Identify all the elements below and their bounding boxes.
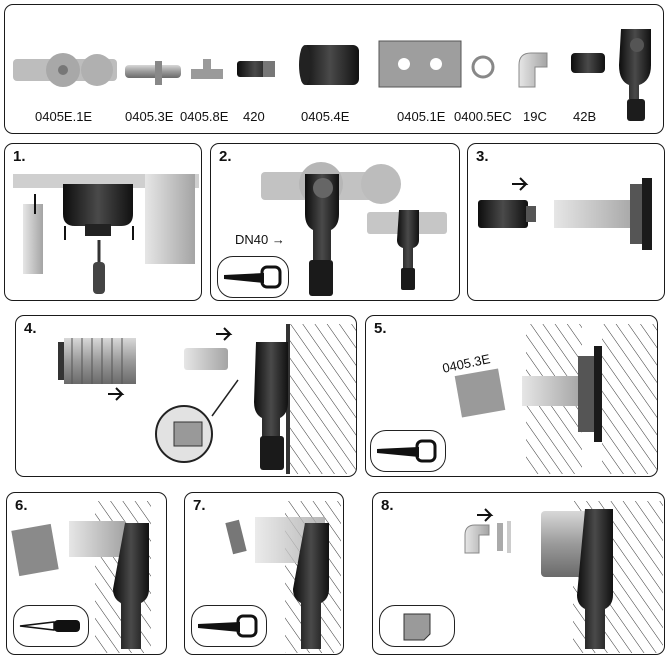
siphon-part [619,29,651,121]
step-3-illustration [478,177,652,250]
bracket-part [191,59,223,79]
large-sleeve-part [299,45,359,85]
sleeve-part [237,61,275,77]
step-2-illustration [261,162,447,296]
saw-icon [224,265,282,289]
pipe-diameter-label: DN40 → [235,232,285,247]
part-code-42B: 42B [573,109,597,124]
step-6-illustration [11,501,151,653]
step-number: 6. [15,497,28,514]
sealant-tool-box [379,605,455,647]
sealant-pad-icon [403,613,431,641]
step-number: 1. [13,148,26,165]
knife-tool-box [13,605,89,647]
step-number: 3. [476,148,489,165]
part-code-19C: 19C [523,109,547,124]
arrow-right-icon [512,177,529,191]
step-1-illustration [13,174,199,294]
screwdriver-icon [93,240,105,294]
part-code-04005EC: 0400.5EC [454,109,512,124]
step-5-panel: 5. 0405.3E [365,315,658,477]
saw-tool-box [191,605,267,647]
part-code-04058E: 0405.8E [180,109,229,124]
step-number: 2. [219,148,232,165]
parts-illustration [13,29,651,121]
part-code-04053E: 0405.3E [125,109,174,124]
step-8-illustration [464,501,663,653]
pipe-part [125,61,181,85]
arrow-right-icon [477,508,494,522]
elbow-part [518,52,548,88]
saw-icon [198,614,258,638]
saw-icon [377,439,437,463]
part-code-04054E: 0405.4E [301,109,350,124]
part-code-0405E1E: 0405E.1E [35,109,93,124]
step-4-illustration [58,324,356,474]
step-4-panel: 4. [15,315,357,477]
knife-icon [19,620,80,632]
saw-tool-box [370,430,446,472]
step-number: 8. [381,497,394,514]
ring-part [471,55,495,79]
step-6-panel: 6. [6,492,167,655]
tube-part [571,53,605,73]
step-7-illustration [225,501,341,653]
mounting-plate-part [13,53,117,87]
part-code-04051E: 0405.1E [397,109,446,124]
part-code-420: 420 [243,109,265,124]
step-2-panel: 2. DN40 → [210,143,460,301]
step-3-panel: 3. [467,143,665,301]
cover-plate-part [378,40,462,88]
step-1-panel: 1. [4,143,202,301]
step-8-panel: 8. [372,492,665,655]
step-number: 5. [374,320,387,337]
saw-tool-box [217,256,289,298]
step-number: 4. [24,320,37,337]
parts-panel: 0405E.1E 0405.3E 0405.8E 420 0405.4E 040… [4,4,664,134]
arrow-right-icon [108,387,125,401]
step-7-panel: 7. [184,492,344,655]
step-number: 7. [193,497,206,514]
step-5-illustration [454,324,657,474]
arrow-right-icon [216,327,233,341]
